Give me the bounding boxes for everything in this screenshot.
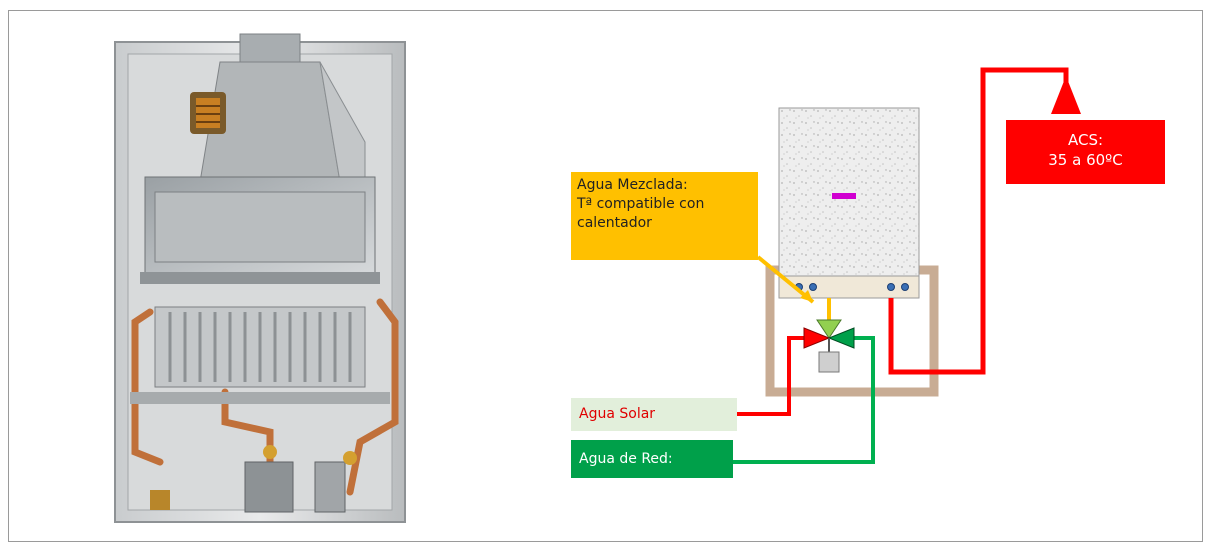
mains-water-label: Agua de Red: <box>571 440 733 478</box>
mixed-water-title: Agua Mezclada: <box>577 176 752 195</box>
acs-temperature-range: 35 a 60ºC <box>1006 150 1165 170</box>
acs-flow-arrow-icon <box>1051 76 1081 114</box>
mains-water-pipe <box>733 338 873 462</box>
mixed-water-temp-note: Tª compatible con <box>577 195 752 214</box>
mixed-water-label: Agua Mezclada: Tª compatible con calenta… <box>571 172 758 260</box>
acs-label: ACS: 35 a 60ºC <box>1006 120 1165 184</box>
solar-water-pipe <box>737 338 816 414</box>
heater-indicator-light <box>832 193 856 199</box>
thermostatic-mixing-valve-icon <box>804 320 854 372</box>
heater-body <box>779 108 919 276</box>
acs-title: ACS: <box>1006 130 1165 150</box>
solar-water-label: Agua Solar <box>571 398 737 431</box>
mixed-water-heater-note: calentador <box>577 214 752 233</box>
